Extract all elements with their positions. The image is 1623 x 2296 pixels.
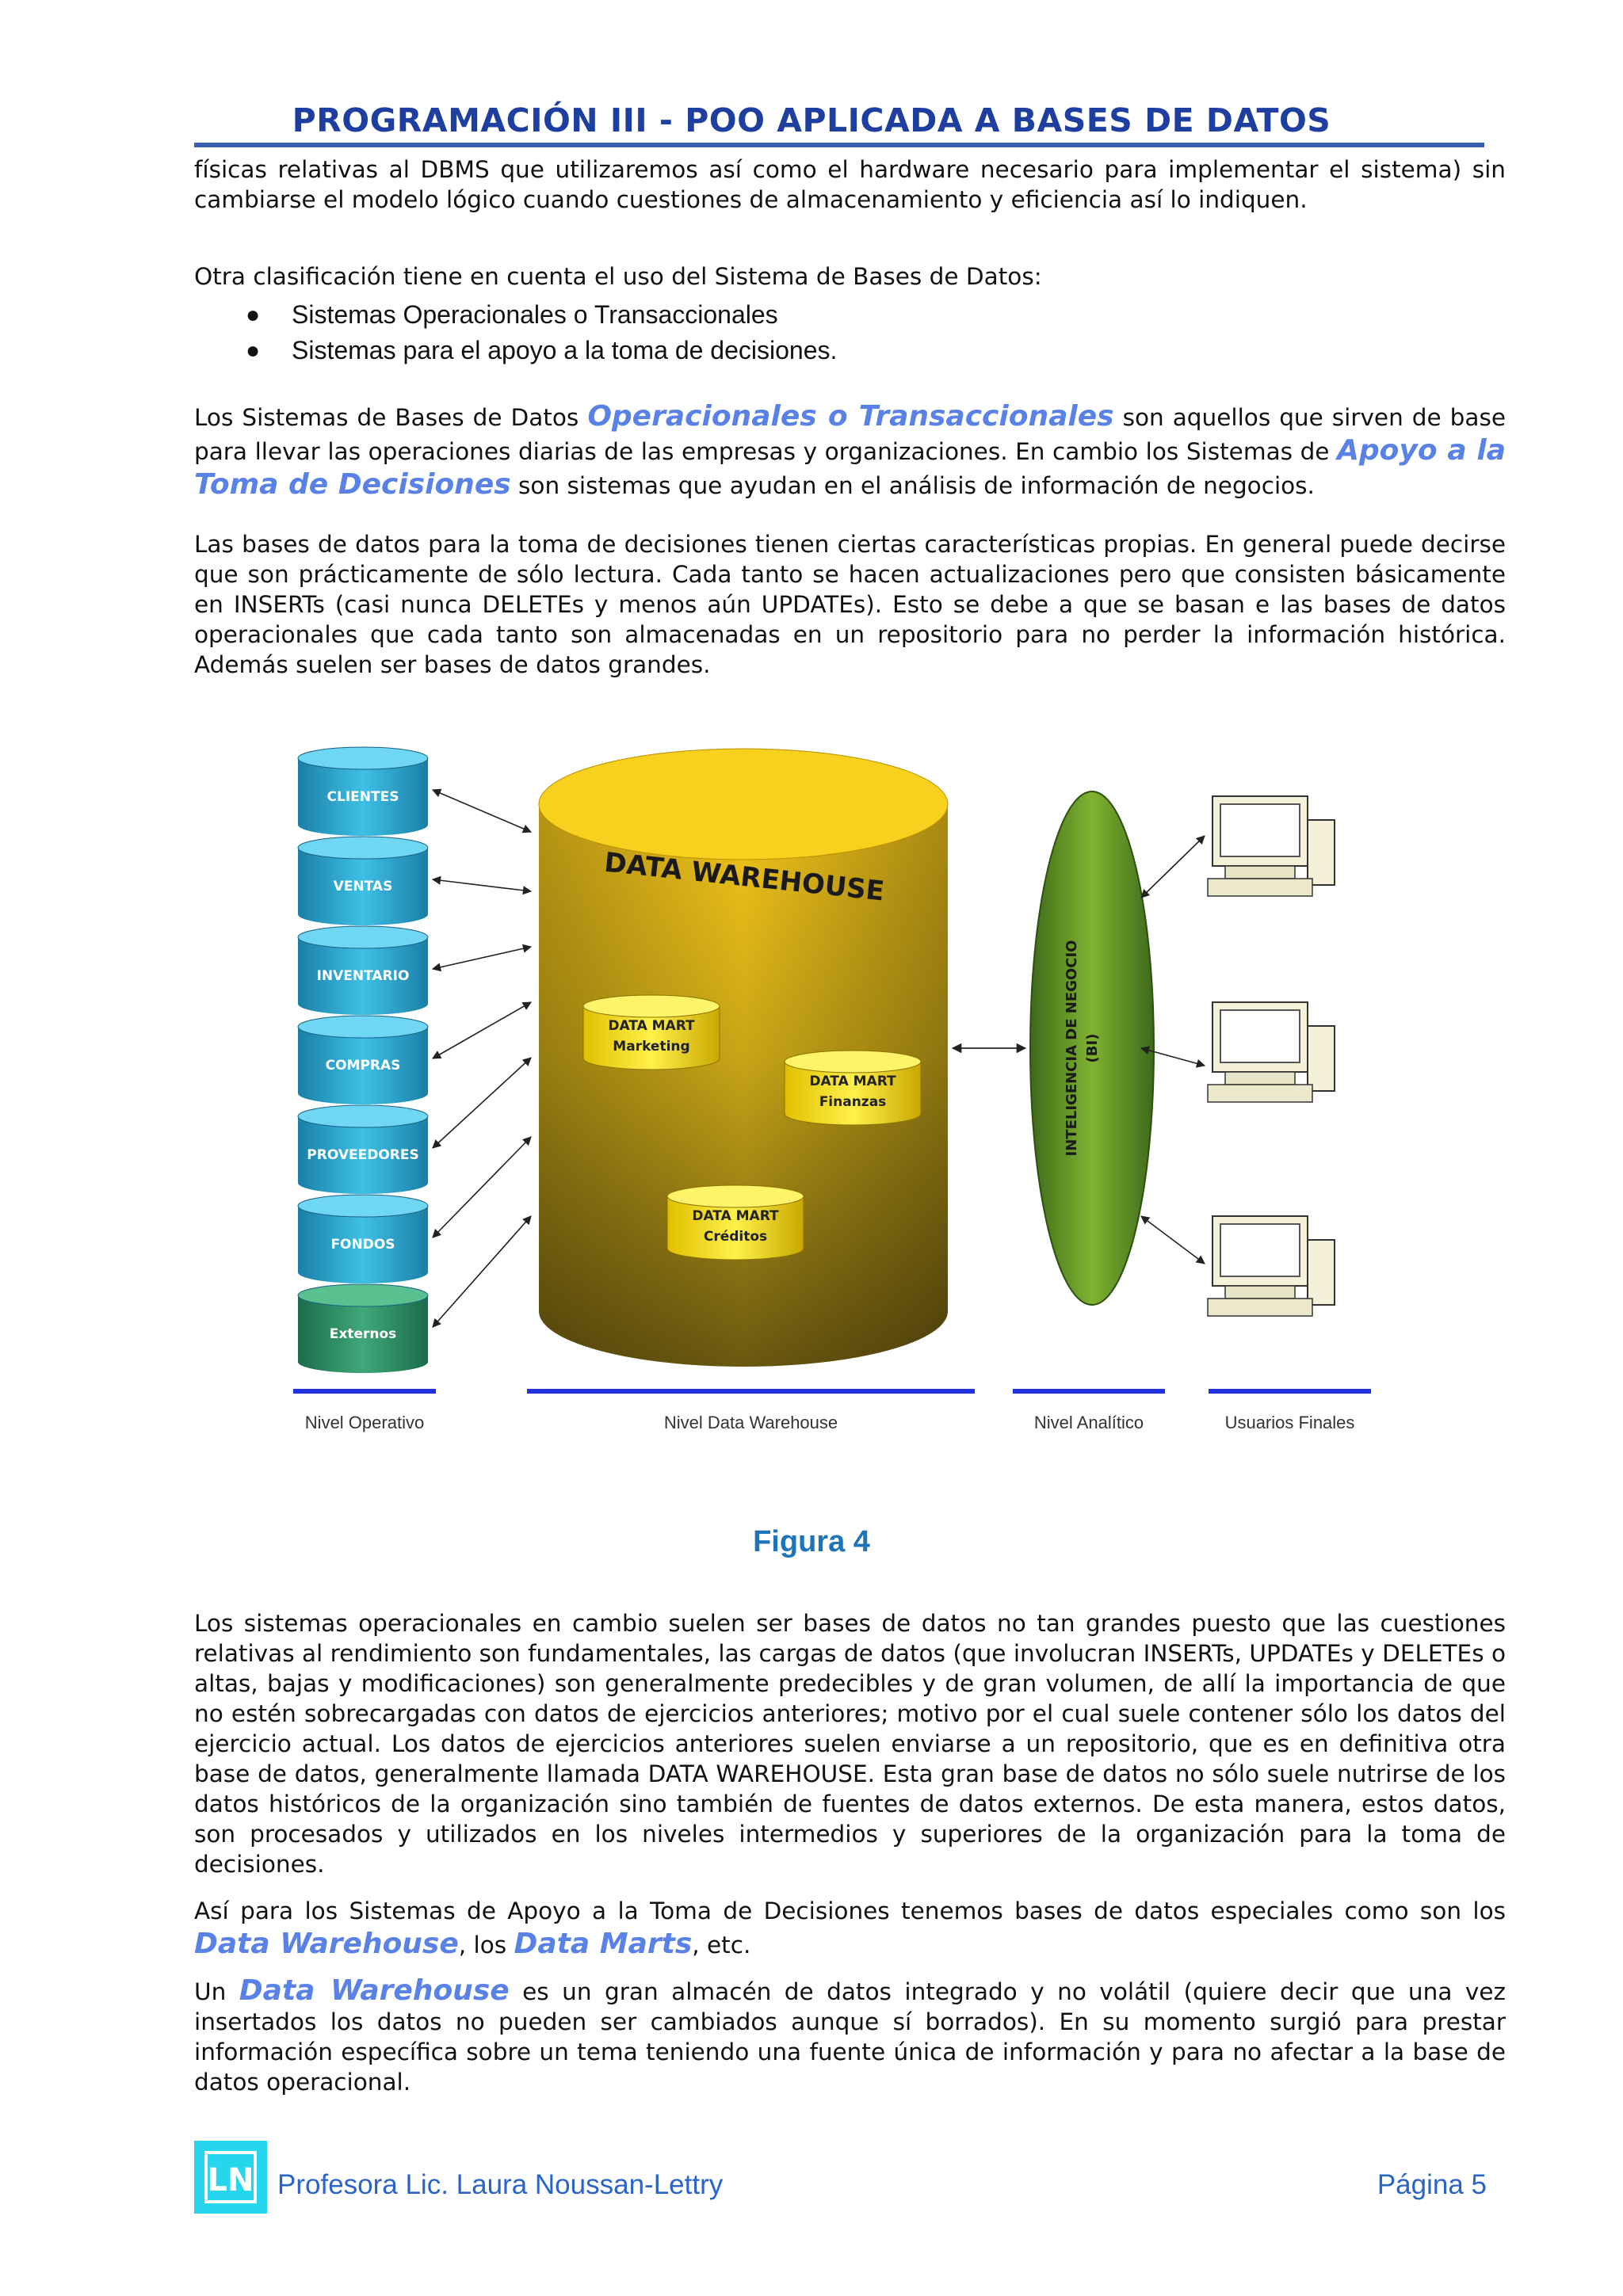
source-db-4: PROVEEDORES <box>297 1104 429 1194</box>
source-arrow <box>431 944 533 972</box>
text-run: , etc. <box>692 1932 751 1958</box>
list-item: ● Sistemas para el apoyo a la toma de de… <box>246 333 837 368</box>
bullet-list: ● Sistemas Operacionales o Transaccional… <box>246 297 837 368</box>
paragraph-1: físicas relativas al DBMS que utilizarem… <box>194 156 1506 213</box>
paragraph-4: Las bases de datos para la toma de decis… <box>194 531 1506 678</box>
text-run: Así para los Sistemas de Apoyo a la Toma… <box>194 1897 1506 1924</box>
source-arrow <box>432 1215 532 1328</box>
text-run: , los <box>458 1932 507 1958</box>
highlight-term: Data Marts <box>514 1928 693 1960</box>
level-label: Usuarios Finales <box>1225 1413 1355 1432</box>
source-arrow <box>432 1001 532 1059</box>
bi-user-arrow <box>1140 1046 1206 1068</box>
paragraph-7: Un Data Warehouse es un gran almacén de … <box>194 1976 1506 2097</box>
source-db-label: COMPRAS <box>326 1058 401 1074</box>
bi-label-abbrev: (BI) <box>1084 1034 1101 1063</box>
level-label: Nivel Data Warehouse <box>664 1413 838 1432</box>
source-db-1: VENTAS <box>297 836 429 925</box>
data-mart-name: Finanzas <box>819 1094 887 1110</box>
source-arrow <box>432 1057 532 1149</box>
list-item: ● Sistemas Operacionales o Transaccional… <box>246 297 837 333</box>
paragraph-5: Los sistemas operacionales en cambio sue… <box>194 1610 1506 1878</box>
data-mart: DATA MART Créditos <box>666 1184 804 1261</box>
bi-label: INTELIGENCIA DE NEGOCIO <box>1064 940 1080 1157</box>
source-arrow <box>431 788 533 833</box>
level-labels: Nivel Operativo Nivel Data Warehouse Nivel… <box>293 1389 1371 1432</box>
source-db-6: Externos <box>297 1283 429 1373</box>
paragraph-2: Otra clasificación tiene en cuenta el us… <box>194 263 1042 290</box>
source-databases: CLIENTES VENTAS INVENTARIO COMPRAS PROVEEDOR… <box>297 746 429 1373</box>
source-db-label: CLIENTES <box>327 789 399 805</box>
computer-icon <box>1207 1215 1335 1317</box>
page-header-title: PROGRAMACIÓN III - POO APLICADA A BASES … <box>292 101 1331 139</box>
source-db-2: INVENTARIO <box>297 925 429 1015</box>
source-db-0: CLIENTES <box>297 746 429 836</box>
computer-icon <box>1207 795 1335 897</box>
source-arrow <box>431 875 533 895</box>
data-mart: DATA MART Finanzas <box>784 1050 922 1126</box>
bi-user-arrow <box>1140 835 1205 898</box>
text-run: Los Sistemas de Bases de Datos <box>194 404 579 431</box>
data-mart-title: DATA MART <box>809 1074 896 1089</box>
source-db-label: FONDOS <box>330 1237 395 1253</box>
source-db-3: COMPRAS <box>297 1015 429 1104</box>
bi-ellipse: INTELIGENCIA DE NEGOCIO (BI) <box>1029 791 1155 1306</box>
text-run: es un gran almacén de datos integrado y … <box>194 1978 1506 2096</box>
highlight-term: Data Warehouse <box>239 1974 510 2007</box>
source-db-label: Externos <box>330 1326 397 1342</box>
source-db-label: VENTAS <box>334 879 393 894</box>
connection-arrows <box>431 788 1206 1328</box>
end-user-computers <box>1207 795 1335 1317</box>
source-arrow <box>432 1136 532 1238</box>
bullet-icon: ● <box>246 338 261 364</box>
level-rule <box>1209 1389 1371 1394</box>
data-mart-name: Créditos <box>704 1229 767 1245</box>
footer-author: Profesora Lic. Laura Noussan-Lettry <box>277 2169 724 2200</box>
data-mart: DATA MART Marketing <box>582 994 720 1070</box>
logo-text: LN <box>208 2162 254 2199</box>
level-rule <box>527 1389 975 1394</box>
header-rule <box>194 143 1484 147</box>
data-mart-name: Marketing <box>613 1039 689 1055</box>
paragraph-6: Así para los Sistemas de Apoyo a la Toma… <box>194 1895 1506 1962</box>
figure-caption: Figura 4 <box>753 1525 870 1558</box>
bi-user-arrow <box>1140 1215 1205 1264</box>
bullet-text: Sistemas para el apoyo a la toma de deci… <box>292 336 838 364</box>
source-db-5: FONDOS <box>297 1194 429 1283</box>
data-mart-title: DATA MART <box>692 1208 779 1224</box>
data-warehouse-diagram: CLIENTES VENTAS INVENTARIO COMPRAS PROVEEDOR… <box>293 741 1371 1454</box>
highlight-term: Apoyo a la Toma de Decisiones <box>194 434 1506 501</box>
bullet-text: Sistemas Operacionales o Transaccionales <box>292 300 778 329</box>
data-warehouse-cylinder: DATA WAREHOUSE <box>538 748 949 1367</box>
level-rule <box>1013 1389 1165 1394</box>
computer-icon <box>1207 1001 1335 1103</box>
page-number: Página 5 <box>1377 2169 1487 2200</box>
author-logo: LN <box>194 2141 267 2214</box>
level-label: Nivel Analítico <box>1034 1413 1144 1432</box>
highlight-term: Operacionales o Transaccionales <box>587 400 1114 433</box>
level-label: Nivel Operativo <box>305 1413 424 1432</box>
source-db-label: INVENTARIO <box>317 968 410 984</box>
data-mart-title: DATA MART <box>608 1018 695 1034</box>
text-run: Un <box>194 1978 227 2005</box>
text-run: son sistemas que ayudan en el análisis d… <box>518 472 1315 499</box>
level-rule <box>293 1389 436 1394</box>
paragraph-3: Los Sistemas de Bases de Datos Operacion… <box>194 400 1506 502</box>
highlight-term: Data Warehouse <box>194 1928 459 1960</box>
source-db-label: PROVEEDORES <box>307 1147 418 1163</box>
text-run: son aquellos que sirven de base para lle… <box>194 404 1506 465</box>
bullet-icon: ● <box>246 302 261 328</box>
